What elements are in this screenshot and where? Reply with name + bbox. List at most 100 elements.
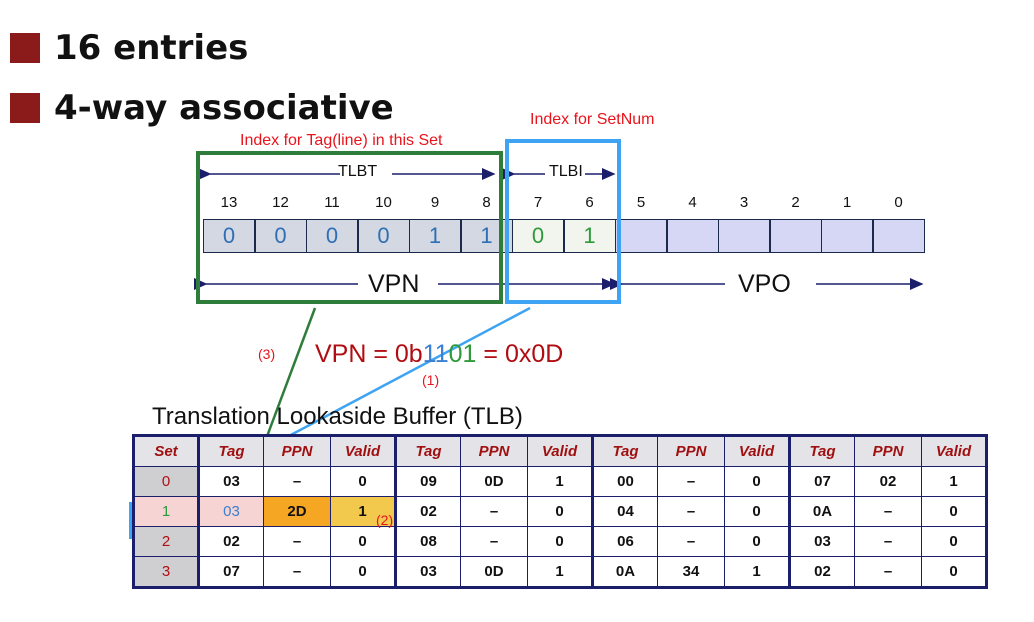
tlb-cell: 07 [197,556,264,588]
note-index-tag: Index for Tag(line) in this Set [240,132,443,149]
tlb-cell: 1 [133,496,199,527]
bit-number-4: 4 [688,194,697,211]
tlb-header-tag: Tag [394,435,461,467]
tlb-cell: 0 [921,496,987,527]
tlb-header-ppn: PPN [263,435,331,467]
tlb-cell: 1 [724,556,790,588]
address-bit-10: 0 [357,219,410,253]
tlb-cell: 02 [394,496,461,527]
bit-number-6: 6 [585,194,594,211]
tlbi-label: TLBI [549,163,583,180]
tlb-cell: 0 [330,556,396,588]
bullet-text: 4-way associative [54,88,394,128]
address-bit-7: 0 [512,219,564,253]
tlb-cell: 34 [657,556,725,588]
tlb-header-tag: Tag [591,435,658,467]
tlb-cell: 0 [724,496,790,527]
address-bit-0 [872,219,925,253]
vpo-label: VPO [738,270,791,298]
tlb-cell: 03 [197,496,264,527]
bullet-square-icon [10,33,40,63]
tlb-cell: 07 [788,466,855,497]
tlb-cell: – [854,496,922,527]
tlb-title: Translation Lookaside Buffer (TLB) [152,403,523,430]
address-bit-1 [821,219,873,253]
vpn-equation: VPN = 0b1101 = 0x0D [315,340,563,369]
tlb-header-valid: Valid [921,435,987,467]
tlb-header-set: Set [133,435,199,467]
tlb-cell: 04 [591,496,658,527]
tlb-cell: 0 [724,526,790,557]
tlb-cell: 0 [527,526,593,557]
tlb-header-valid: Valid [724,435,790,467]
tlb-cell: 0 [724,466,790,497]
tlb-cell: 06 [591,526,658,557]
tlb-cell: 2D [263,496,331,527]
address-bit-9: 1 [409,219,461,253]
bit-number-0: 0 [894,194,903,211]
tlb-cell: 09 [394,466,461,497]
tlb-header-tag: Tag [788,435,855,467]
tlb-header-ppn: PPN [657,435,725,467]
tlb-cell: 0D [460,556,528,588]
tlb-header-valid: Valid [527,435,593,467]
bit-number-11: 11 [324,194,340,211]
tlb-cell: 0 [921,556,987,588]
tlb-cell: 03 [394,556,461,588]
vpn-label: VPN [368,270,420,298]
step1-label: (1) [422,372,440,388]
tlb-cell: 00 [591,466,658,497]
tlb-cell: 02 [197,526,264,557]
tlb-cell: 0 [330,526,396,557]
tlb-cell: 0 [527,496,593,527]
tlb-cell: 1 [921,466,987,497]
address-bit-11: 0 [306,219,358,253]
bullet-square-icon [10,93,40,123]
tlb-cell: – [263,556,331,588]
tlb-cell: – [854,556,922,588]
bit-number-12: 12 [272,194,289,211]
tlb-cell: 0D [460,466,528,497]
address-bit-13: 0 [203,219,255,253]
bit-number-13: 13 [220,194,238,211]
tlb-cell: 0A [788,496,855,527]
bit-number-2: 2 [791,194,800,211]
tlb-cell: – [854,526,922,557]
address-bit-4 [666,219,719,253]
tlb-cell: 0 [330,466,396,497]
tlb-cell: 2 [133,526,199,557]
tlb-cell: 02 [854,466,922,497]
step2-label: (2) [376,512,394,528]
tlb-cell: 1 [527,466,593,497]
address-bit-2 [769,219,822,253]
tlb-cell: 0 [133,466,199,497]
tlb-cell: – [657,496,725,527]
address-bit-6: 1 [563,219,616,253]
tlb-cell: – [263,526,331,557]
bit-number-9: 9 [430,194,440,211]
tlb-cell: 0A [591,556,658,588]
tlb-cell: – [460,496,528,527]
bit-number-3: 3 [739,194,749,211]
address-bit-8: 1 [460,219,513,253]
tlb-cell: 03 [788,526,855,557]
tlb-cell: 02 [788,556,855,588]
bullet-associative: 4-way associative [10,88,394,128]
equation-tag-bits: 11 [422,340,449,368]
tlb-header-ppn: PPN [460,435,528,467]
tlb-cell: – [657,526,725,557]
bit-number-10: 10 [375,194,392,211]
tlb-cell: 3 [133,556,199,588]
tlb-cell: – [460,526,528,557]
bit-number-7: 7 [533,194,543,211]
tlb-header-tag: Tag [197,435,264,467]
tlb-cell: 03 [197,466,264,497]
tlb-cell: 0 [921,526,987,557]
tlb-cell: – [657,466,725,497]
tlb-header-ppn: PPN [854,435,922,467]
address-bit-12: 0 [254,219,307,253]
bullet-text: 16 entries [54,28,249,68]
